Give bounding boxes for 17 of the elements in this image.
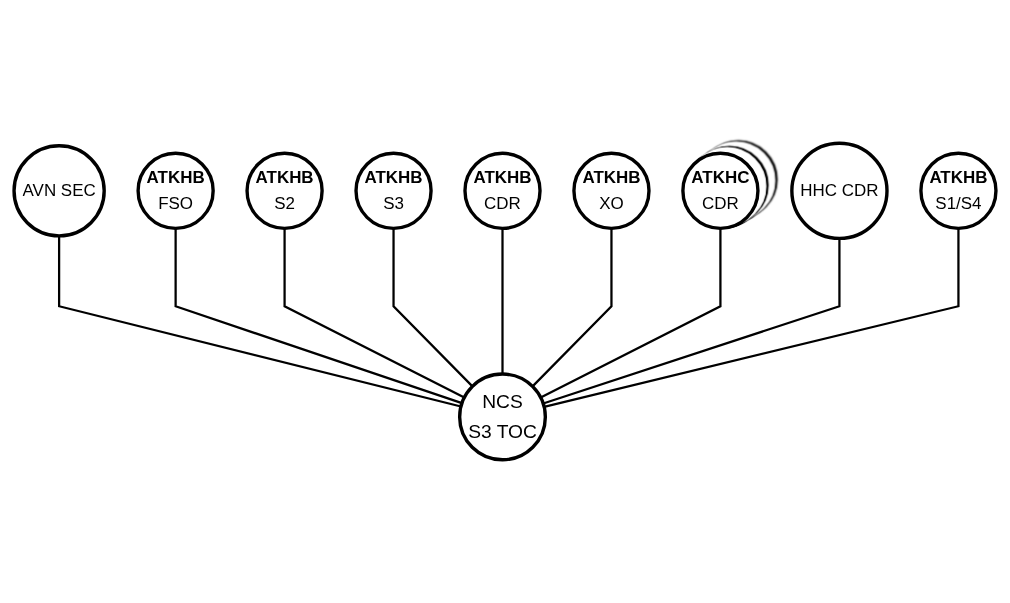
node-circle: NCS S3 TOC	[457, 372, 548, 462]
connector	[392, 228, 474, 388]
connector	[283, 228, 465, 399]
node-circle: ATKHB S1/S4	[919, 151, 998, 231]
node-circle: HHC CDR	[790, 141, 889, 241]
connector	[531, 228, 613, 388]
node-circle: ATKHB CDR	[463, 151, 542, 231]
connector	[540, 228, 722, 399]
node-circle: ATKHB FSO	[136, 151, 215, 231]
node-circle: ATKHB XO	[572, 151, 651, 231]
node-circle: ATKHB S2	[245, 151, 324, 231]
node-circle: AVN SEC	[12, 144, 106, 238]
node-circle: ATKHC CDR	[681, 151, 760, 231]
connector	[543, 228, 960, 408]
connector	[501, 228, 504, 375]
node-circle: ATKHB S3	[354, 151, 433, 231]
connector	[174, 228, 463, 405]
